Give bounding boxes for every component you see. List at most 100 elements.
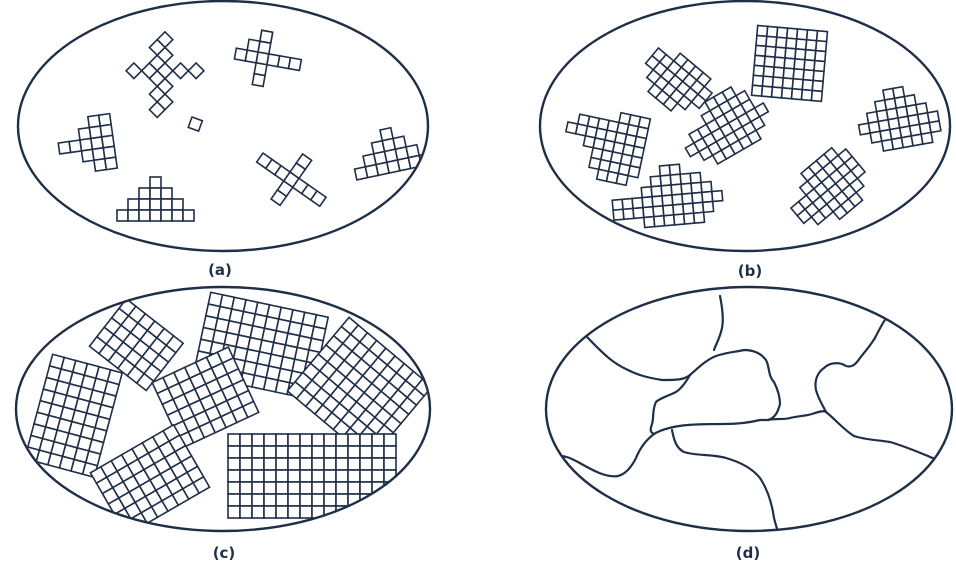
lattice-cell: [300, 458, 312, 470]
lattice-cell: [372, 470, 384, 482]
lattice-cell: [669, 164, 680, 175]
lattice-cell: [324, 434, 336, 446]
lattice-cell: [240, 494, 252, 506]
lattice-cell: [300, 470, 312, 482]
lattice-cell: [276, 434, 288, 446]
lattice-cell: [628, 166, 640, 178]
lattice-cell: [654, 216, 665, 227]
lattice-cell: [105, 157, 117, 169]
lattice-cell: [289, 58, 302, 71]
lattice-cell: [360, 482, 372, 494]
lattice-cell: [752, 75, 763, 86]
lattice-cell: [288, 506, 300, 518]
lattice-cell: [252, 470, 264, 482]
lattice-cell: [172, 210, 183, 221]
lattice-cell: [161, 199, 172, 210]
lattice-cell: [150, 188, 161, 199]
lattice-cell: [756, 35, 767, 46]
grain-boundary: [815, 316, 888, 412]
lattice-cell: [692, 192, 703, 203]
lattice-cell: [776, 37, 787, 48]
panel-b-label: (b): [738, 262, 762, 280]
lattice-cell: [694, 212, 705, 223]
lattice-cell: [300, 506, 312, 518]
lattice-cell: [312, 494, 324, 506]
lattice-cell: [324, 446, 336, 458]
crystal-nucleus: [118, 32, 204, 118]
lattice-cell: [802, 80, 813, 91]
lattice-cell: [684, 213, 695, 224]
lattice-cell: [791, 89, 802, 100]
lattice-cell: [300, 446, 312, 458]
lattice-cell: [633, 208, 644, 219]
lattice-cell: [252, 458, 264, 470]
lattice-cell: [775, 47, 786, 58]
lattice-cell: [662, 195, 673, 206]
lattice-cell: [690, 172, 701, 183]
lattice-cell: [757, 25, 768, 36]
lattice-cell: [150, 199, 161, 210]
lattice-cell: [288, 458, 300, 470]
lattice-cell: [252, 74, 265, 87]
lattice-cell: [228, 506, 240, 518]
panel-d-label: (d): [736, 544, 760, 562]
lattice-cell: [683, 203, 694, 214]
lattice-cell: [762, 76, 773, 87]
lattice-cell: [805, 50, 816, 61]
lattice-cell: [772, 87, 783, 98]
lattice-cell: [276, 446, 288, 458]
lattice-cell: [234, 48, 247, 61]
lattice-cell: [288, 434, 300, 446]
crystal-nucleus: [231, 27, 306, 93]
lattice-cell: [264, 482, 276, 494]
lattice-cell: [663, 205, 674, 216]
panel-d: (d): [546, 287, 952, 562]
lattice-cell: [777, 27, 788, 38]
lattice-cell: [797, 29, 808, 40]
lattice-cell: [324, 494, 336, 506]
lattice-cell: [816, 41, 827, 52]
lattice-cell: [360, 434, 372, 446]
lattice-cell: [360, 458, 372, 470]
lattice-cell: [785, 48, 796, 59]
lattice-cell: [360, 446, 372, 458]
lattice-cell: [659, 165, 670, 176]
lattice-cell: [240, 470, 252, 482]
lattice-cell: [670, 174, 681, 185]
lattice-cell: [300, 434, 312, 446]
lattice-cell: [783, 68, 794, 79]
lattice-cell: [767, 26, 778, 37]
grain-boundary: [714, 296, 723, 350]
lattice-cell: [300, 482, 312, 494]
lattice-cell: [240, 434, 252, 446]
lattice-cell: [161, 188, 172, 199]
lattice-cell: [247, 39, 260, 52]
lattice-cell: [773, 67, 784, 78]
crystal-nucleus: [558, 102, 651, 187]
crystal-nucleus: [228, 434, 396, 518]
lattice-cell: [673, 204, 684, 215]
lattice-cell: [264, 458, 276, 470]
crystal-nucleus: [244, 135, 339, 224]
lattice-cell: [766, 36, 777, 47]
lattice-cell: [276, 482, 288, 494]
lattice-cell: [755, 45, 766, 56]
lattice-cell: [264, 470, 276, 482]
lattice-cell: [336, 470, 348, 482]
crystal-nucleus: [55, 114, 117, 176]
lattice-cell: [812, 81, 823, 92]
lattice-cell: [288, 470, 300, 482]
lattice-cell: [252, 446, 264, 458]
lattice-cell: [814, 61, 825, 72]
lattice-cell: [623, 208, 634, 219]
lattice-cell: [929, 121, 941, 133]
crystal-nucleus: [633, 40, 719, 123]
crystal-nucleus: [117, 177, 194, 221]
lattice-cell: [348, 458, 360, 470]
crystal-nucleus: [25, 354, 122, 477]
crystal-nucleus: [778, 141, 878, 238]
lattice-cell: [644, 217, 655, 228]
lattice-cell: [384, 446, 396, 458]
lattice-cell: [784, 58, 795, 69]
lattice-cell: [806, 40, 817, 51]
